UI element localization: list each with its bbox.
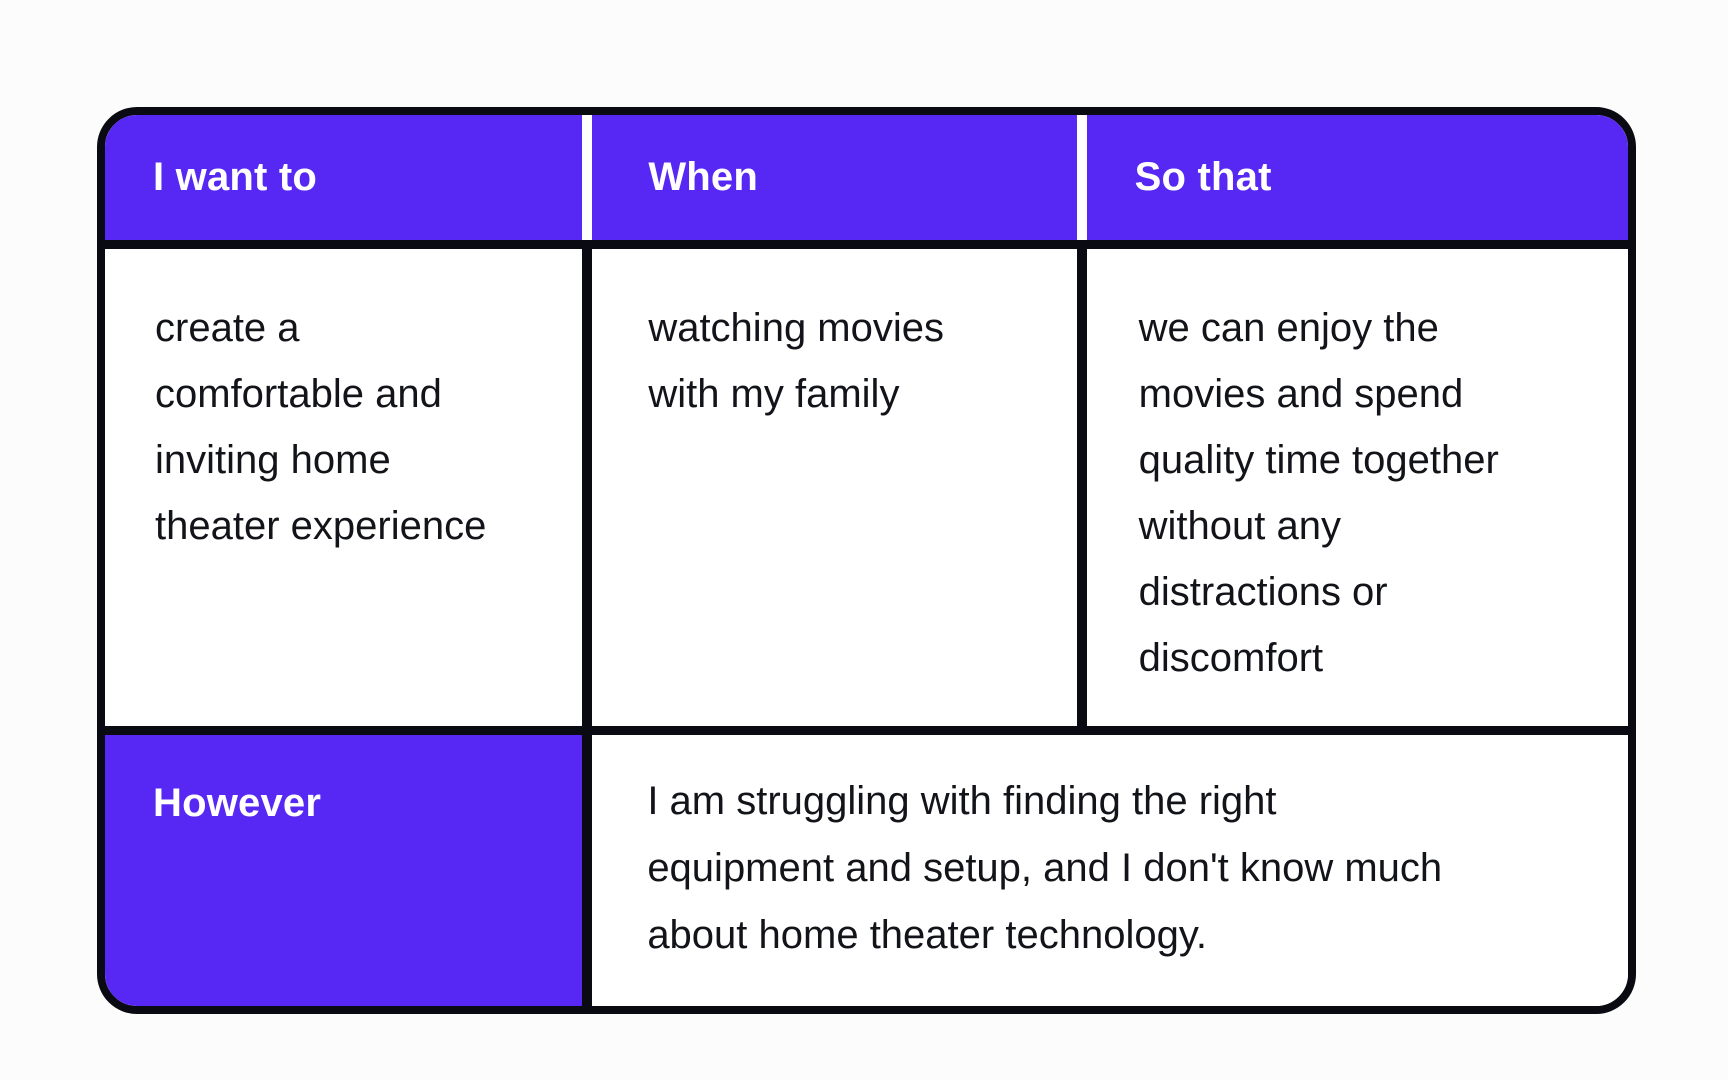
header-gap-2 <box>1076 115 1087 240</box>
column-divider-2 <box>1076 248 1087 727</box>
user-story-table: I want to When So that create a comforta… <box>97 107 1636 1014</box>
user-story-grid: I want to When So that create a comforta… <box>105 115 1628 1006</box>
body-cell-when: watching movies with my family <box>592 248 1077 727</box>
footer-cell-obstacle-text: I am struggling with finding the right e… <box>592 735 1628 1006</box>
body-cell-benefit: we can enjoy the movies and spend qualit… <box>1086 248 1628 727</box>
footer-cell-however-label: However <box>105 735 583 1006</box>
row-divider-header-body <box>105 239 1628 249</box>
header-cell-i-want-to: I want to <box>105 115 583 240</box>
header-cell-so-that: So that <box>1086 115 1628 240</box>
row-divider-body-footer <box>105 726 1628 736</box>
body-cell-goal: create a comfortable and inviting home t… <box>105 248 583 727</box>
column-divider-3 <box>582 735 593 1006</box>
column-divider-1 <box>582 248 593 727</box>
header-gap-1 <box>582 115 593 240</box>
header-cell-when: When <box>592 115 1077 240</box>
